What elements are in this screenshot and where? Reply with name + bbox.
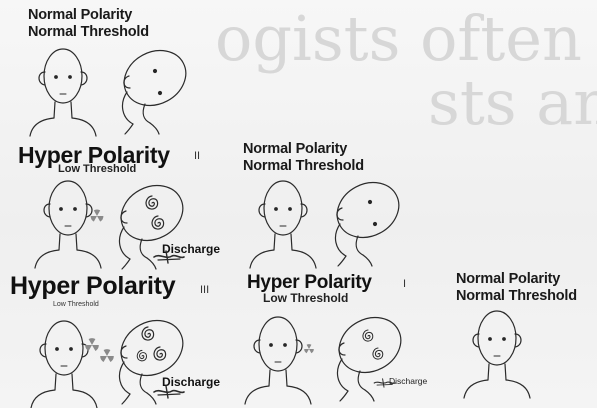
panel-1-side-head bbox=[115, 40, 196, 134]
panel-3-front-head bbox=[250, 181, 316, 268]
panel-4-side-head bbox=[112, 310, 193, 404]
panel-2-trefoil bbox=[91, 210, 104, 222]
panel-5-side-head bbox=[330, 307, 411, 401]
panel-2-discharge-scribble bbox=[154, 251, 184, 263]
panel-1-front-head bbox=[30, 49, 96, 136]
panel-4-discharge-scribble bbox=[154, 386, 184, 398]
panel-5-discharge-scribble bbox=[374, 379, 395, 387]
panel-4-front-head bbox=[31, 321, 97, 408]
panel-5-front-head bbox=[245, 317, 311, 404]
panel-5-trefoil bbox=[304, 344, 314, 353]
panel-3-side-head bbox=[328, 172, 409, 266]
panel-2-side-head bbox=[112, 175, 193, 269]
panel-2-front-head bbox=[35, 181, 101, 268]
panel-4-trefoil-b bbox=[100, 349, 114, 362]
panel-4-trefoil-a bbox=[85, 338, 99, 351]
panel-6-front-head bbox=[464, 311, 530, 398]
